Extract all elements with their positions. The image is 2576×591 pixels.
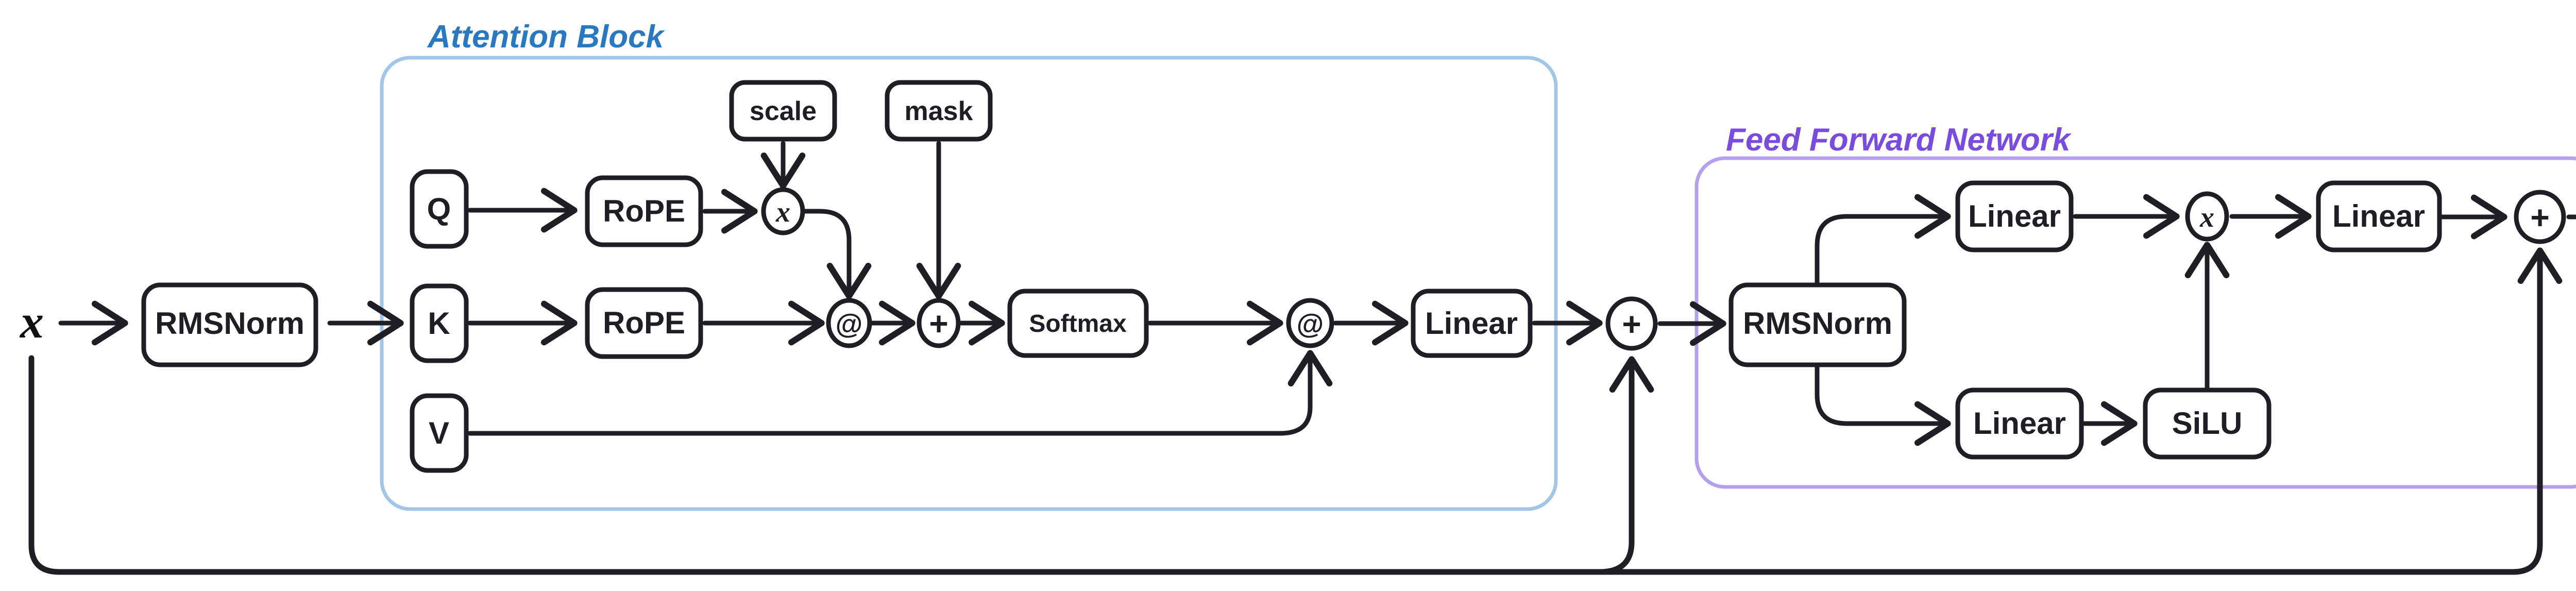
softmax-label: Softmax [1029, 310, 1127, 337]
attention-block-title: Attention Block [427, 19, 666, 55]
scale-label: scale [750, 96, 817, 126]
matmul-qk-circle [826, 298, 872, 348]
softmax-node: Softmax [1007, 289, 1149, 358]
arrow-ffn-rmsnorm-to-gate-linear [1815, 194, 1951, 286]
add-mask-op: + [917, 298, 961, 348]
rmsnorm-attn-box [141, 282, 318, 367]
rmsnorm-attn-label: RMSNorm [155, 306, 304, 341]
k-box [410, 283, 469, 363]
mask-box [885, 80, 993, 142]
multiply-gate-circle [2185, 191, 2229, 242]
multiply-gate-op: x [2185, 191, 2229, 242]
silu-label: SiLU [2172, 406, 2243, 441]
linear-ffn-out-node: Linear [2316, 180, 2442, 252]
linear-ffn-out-label: Linear [2332, 199, 2425, 233]
v-label: V [429, 416, 449, 450]
mask-node: mask [885, 80, 993, 142]
k-label: K [428, 306, 450, 341]
multiply-scale-op: x [761, 187, 805, 235]
linear-ffn-up-box [1955, 387, 2084, 460]
linear-ffn-up-node: Linear [1955, 387, 2084, 460]
add-mask-glyph: + [929, 305, 948, 342]
arrow-ffn-rmsnorm-to-up-linear [1815, 363, 1951, 446]
add-residual-attn-circle [1605, 296, 1658, 351]
add-residual-ffn-op: + [2514, 190, 2566, 244]
linear-ffn-up-label: Linear [1973, 406, 2066, 441]
q-box [410, 169, 469, 249]
arrow-v-to-matmul-v [467, 350, 1333, 436]
q-node: Q [410, 169, 469, 249]
rmsnorm-attn-node: RMSNorm [141, 282, 318, 367]
multiply-scale-glyph: x [775, 196, 790, 228]
linear-ffn-gate-box [1955, 180, 2074, 252]
linear-attn-node: Linear [1411, 289, 1533, 358]
linear-ffn-out-box [2316, 180, 2442, 252]
k-node: K [410, 283, 469, 363]
feed-forward-network-title: Feed Forward Network [1726, 122, 2072, 158]
linear-attn-box [1411, 289, 1533, 358]
linear-ffn-gate-node: Linear [1955, 180, 2074, 252]
multiply-gate-glyph: x [2199, 201, 2214, 233]
silu-node: SiLU [2143, 387, 2272, 460]
scale-box [729, 80, 837, 142]
matmul-qk-op: @ [826, 298, 872, 348]
softmax-box [1007, 289, 1149, 358]
silu-box [2143, 387, 2272, 460]
add-residual-ffn-circle [2514, 190, 2566, 244]
rope-q-label: RoPE [603, 194, 685, 228]
matmul-v-op: @ [1286, 298, 1334, 348]
residual-line-x-to-ffn-add [28, 247, 2563, 575]
rope-q-box [585, 175, 703, 247]
rmsnorm-ffn-label: RMSNorm [1743, 306, 1892, 341]
linear-ffn-gate-label: Linear [1968, 199, 2061, 233]
add-mask-circle [917, 298, 961, 348]
add-residual-attn-op: + [1605, 296, 1658, 351]
rope-k-box [585, 287, 703, 359]
multiply-scale-circle [761, 187, 805, 235]
rmsnorm-ffn-node: RMSNorm [1728, 282, 1907, 367]
v-box [410, 393, 469, 473]
matmul-qk-glyph: @ [836, 309, 863, 340]
add-residual-ffn-glyph: + [2530, 199, 2549, 236]
input-x-label: x [19, 295, 44, 348]
mask-label: mask [905, 96, 973, 126]
arrow-multiply-to-matmul-qk [802, 209, 872, 299]
add-residual-attn-glyph: + [1622, 306, 1641, 343]
matmul-v-glyph: @ [1297, 309, 1324, 340]
residual-branch-to-attn-add [1597, 356, 1654, 575]
v-node: V [410, 393, 469, 473]
rope-k-label: RoPE [603, 306, 685, 340]
linear-attn-label: Linear [1425, 306, 1518, 341]
rmsnorm-ffn-box [1728, 282, 1907, 367]
rope-k-node: RoPE [585, 287, 703, 359]
rope-q-node: RoPE [585, 175, 703, 247]
attention-block-outline [380, 56, 1558, 511]
q-label: Q [427, 192, 451, 226]
scale-node: scale [729, 80, 837, 142]
matmul-v-circle [1286, 298, 1334, 348]
